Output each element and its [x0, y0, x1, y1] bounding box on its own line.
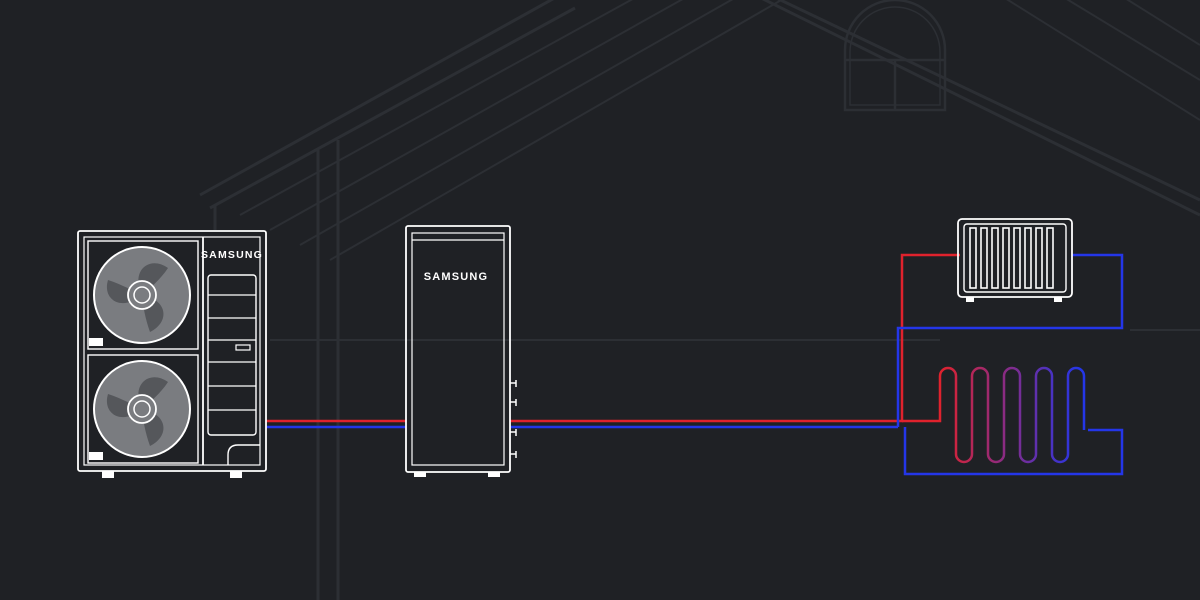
hydro-unit-foot-right — [488, 472, 500, 477]
outdoor-unit-foot-right — [230, 471, 242, 478]
right-rafter-lines — [1006, 0, 1200, 121]
roof-post — [316, 140, 340, 600]
outdoor-unit-grille — [207, 274, 257, 436]
pipe-connectors — [510, 380, 517, 458]
roof-right — [761, 0, 1200, 217]
outdoor-unit-handle — [235, 344, 251, 351]
roof-right-inner — [777, 0, 1200, 202]
attic-window — [843, 0, 947, 112]
outdoor-unit: SAMSUNG — [77, 230, 267, 478]
radiator-icon — [957, 218, 1073, 302]
outdoor-unit-casing — [77, 230, 267, 472]
outdoor-unit-foot-left — [102, 471, 114, 478]
supply-pipe-main — [510, 253, 960, 423]
underfloor-loop — [902, 366, 1086, 464]
house-outline — [199, 0, 1200, 600]
outdoor-unit-brand: SAMSUNG — [201, 249, 263, 261]
roof-left-inner — [209, 6, 576, 210]
roof-left — [199, 0, 555, 197]
hydro-unit-panel — [411, 232, 505, 466]
rafter-lines — [239, 0, 784, 261]
outdoor-unit-corner-cover — [227, 444, 260, 465]
hydro-unit-brand: SAMSUNG — [424, 271, 489, 283]
underfloor-return-frame — [903, 427, 1124, 476]
fan-icon — [87, 354, 199, 464]
return-pipe-frame — [896, 253, 1124, 427]
hydro-unit-foot-left — [414, 472, 426, 477]
hydro-unit: SAMSUNG — [405, 225, 517, 477]
floor-line — [270, 329, 1200, 341]
grille-slats — [208, 294, 256, 411]
hydro-unit-casing — [405, 225, 511, 473]
pipes — [266, 253, 1124, 476]
fan-icon — [87, 240, 199, 350]
outdoor-unit-inner — [83, 236, 261, 466]
